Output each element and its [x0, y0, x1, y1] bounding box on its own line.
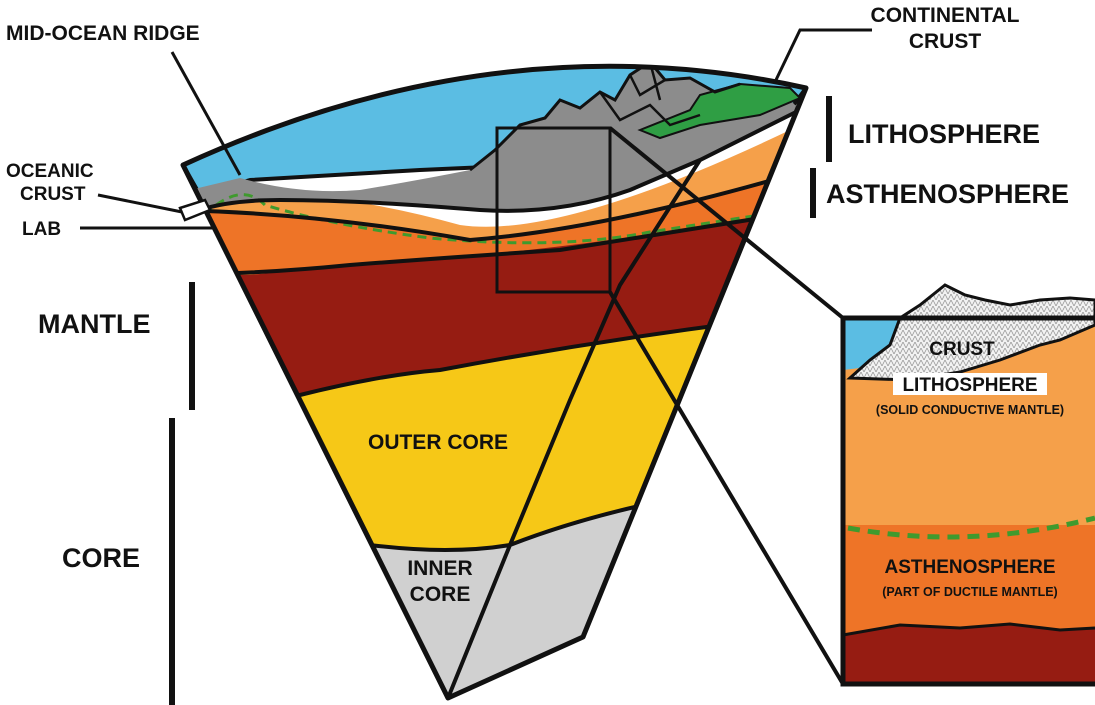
facet-line [446, 158, 702, 699]
lithosphere-boundary [183, 173, 791, 243]
inset-frame [840, 315, 1095, 687]
inset-lithosphere-label-bg [893, 373, 1047, 395]
inner-core-label-line1: INNER [407, 557, 472, 580]
inset-lab-line [847, 515, 1095, 540]
lab-line [203, 193, 761, 245]
inset-mantle-bg [843, 624, 1095, 684]
mid-ocean-ridge-label: MID-OCEAN RIDGE [6, 22, 200, 45]
oceanic-crust-leader [97, 193, 183, 214]
inset-mantle-boundary [842, 622, 1095, 637]
lithosphere-label: LITHOSPHERE [848, 119, 1040, 149]
inset-crust-label: CRUST [929, 339, 995, 360]
inset-asthenosphere-note: (PART OF DUCTILE MANTLE) [882, 585, 1057, 599]
inset-ocean [843, 318, 900, 370]
mountain-outline [469, 66, 741, 172]
inner-core-label-line2: CORE [410, 583, 471, 606]
mantle-boundary [183, 318, 761, 402]
outer-core-label: OUTER CORE [368, 431, 508, 454]
zoom-box [495, 126, 612, 294]
ridge-leader [170, 51, 242, 176]
asthenosphere-layer [183, 160, 780, 275]
inset-lithosphere-note: (SOLID CONDUCTIVE MANTLE) [876, 403, 1064, 417]
oceanic-crust-slab [178, 198, 212, 222]
oceanic-crust-label-line2: CRUST [20, 184, 86, 205]
earth-wedge [178, 63, 809, 701]
inset-connector-top [608, 126, 845, 320]
lithosphere-layer [183, 130, 790, 240]
asthenosphere-label: ASTHENOSPHERE [826, 179, 1069, 209]
wedge-outline [180, 63, 809, 701]
oceanic-crust-label-line1: OCEANIC [6, 161, 94, 182]
inset-asthenosphere-bg [843, 525, 1095, 635]
inset-panel [840, 283, 1095, 687]
continental-crust-leader [773, 28, 872, 83]
mantle-layer [183, 205, 760, 400]
inset-connector-bottom [608, 290, 845, 686]
crust-layer [190, 66, 800, 211]
crust-boundary [199, 108, 801, 213]
inset-lithosphere-label: LITHOSPHERE [902, 375, 1037, 396]
inset-asthenosphere-label: ASTHENOSPHERE [884, 557, 1055, 578]
continent-land [637, 82, 802, 140]
core-label: CORE [62, 543, 140, 573]
mantle-label: MANTLE [38, 309, 150, 339]
continental-crust-label-line2: CRUST [909, 30, 982, 53]
lab-label: LAB [22, 219, 61, 240]
continental-crust-label-line1: CONTINENTAL [871, 4, 1020, 27]
